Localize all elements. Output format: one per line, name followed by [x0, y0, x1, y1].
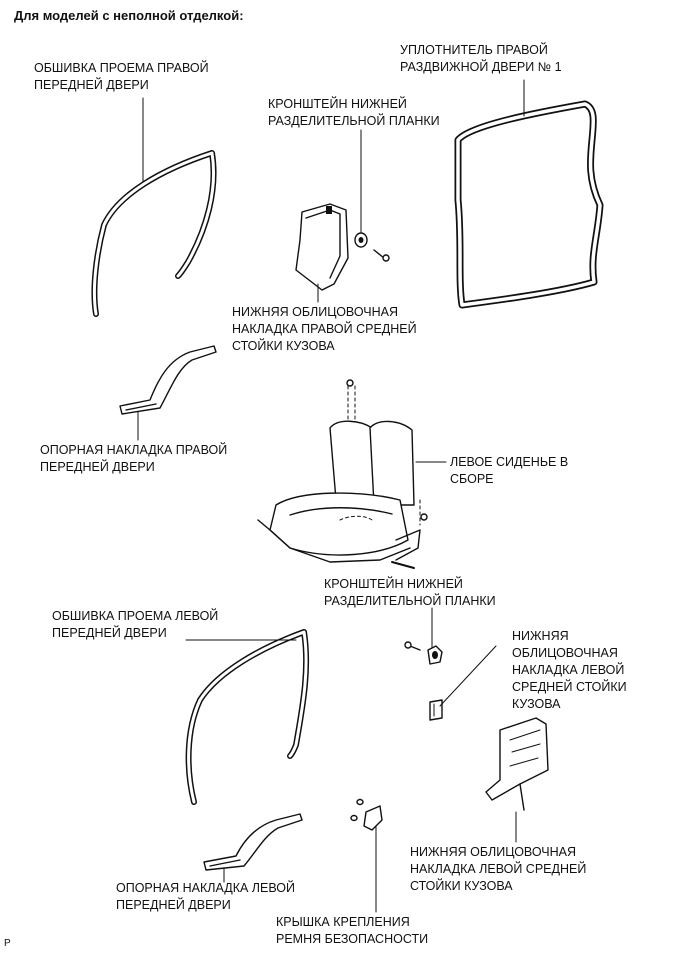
- label-right-center-pillar-garnish: НИЖНЯЯ ОБЛИЦОВОЧНАЯ НАКЛАДКА ПРАВОЙ СРЕД…: [232, 305, 417, 353]
- bolt-icon: [373, 249, 390, 262]
- left-front-door-opening-trim: [185, 629, 310, 805]
- left-front-door-scuff-plate: [203, 813, 303, 871]
- label-left-seat: ЛЕВОЕ СИДЕНЬЕ В СБОРЕ: [450, 455, 569, 486]
- footer-code: P: [4, 938, 11, 949]
- label-seat-belt-anchor-cover: КРЫШКА КРЕПЛЕНИЯ РЕМНЯ БЕЗОПАСНОСТИ: [276, 915, 429, 946]
- label-right-scuff-plate: ОПОРНАЯ НАКЛАДКА ПРАВОЙ ПЕРЕДНЕЙ ДВЕРИ: [40, 443, 228, 474]
- label-lower-divider-bracket-top: КРОНШТЕЙН НИЖНЕЙ РАЗДЕЛИТЕЛЬНОЙ ПЛАНКИ: [268, 97, 440, 128]
- label-right-front-door-trim: ОБШИВКА ПРОЕМА ПРАВОЙ ПЕРЕДНЕЙ ДВЕРИ: [34, 61, 209, 92]
- left-center-pillar-lower-garnish-small: [429, 699, 443, 721]
- left-seat-assembly: [257, 379, 428, 569]
- bolt-icon: [404, 641, 421, 651]
- left-center-pillar-lower-garnish: [485, 717, 549, 811]
- right-sliding-door-seal: [454, 100, 604, 309]
- seat-belt-anchor-cover: [350, 798, 383, 831]
- right-front-door-scuff-plate: [119, 345, 217, 415]
- label-left-front-door-trim: ОБШИВКА ПРОЕМА ЛЕВОЙ ПЕРЕДНЕЙ ДВЕРИ: [52, 609, 219, 640]
- lower-divider-bracket-top: [354, 232, 368, 248]
- label-left-scuff-plate: ОПОРНАЯ НАКЛАДКА ЛЕВОЙ ПЕРЕДНЕЙ ДВЕРИ: [116, 881, 295, 912]
- right-front-door-opening-trim: [91, 150, 217, 317]
- page-heading: Для моделей с неполной отделкой:: [14, 8, 244, 23]
- right-center-pillar-lower-garnish: [295, 203, 349, 291]
- lower-divider-bracket-bottom: [427, 645, 443, 665]
- label-left-garnish-small: НИЖНЯЯ ОБЛИЦОВОЧНАЯ НАКЛАДКА ЛЕВОЙ СРЕДН…: [512, 629, 627, 711]
- label-right-sliding-door-seal: УПЛОТНИТЕЛЬ ПРАВОЙ РАЗДВИЖНОЙ ДВЕРИ № 1: [400, 43, 562, 74]
- label-lower-divider-bracket-bottom: КРОНШТЕЙН НИЖНЕЙ РАЗДЕЛИТЕЛЬНОЙ ПЛАНКИ: [324, 577, 496, 608]
- leader-left-garnish-small: [439, 645, 497, 707]
- label-left-garnish-large: НИЖНЯЯ ОБЛИЦОВОЧНАЯ НАКЛАДКА ЛЕВОЙ СРЕДН…: [410, 845, 587, 893]
